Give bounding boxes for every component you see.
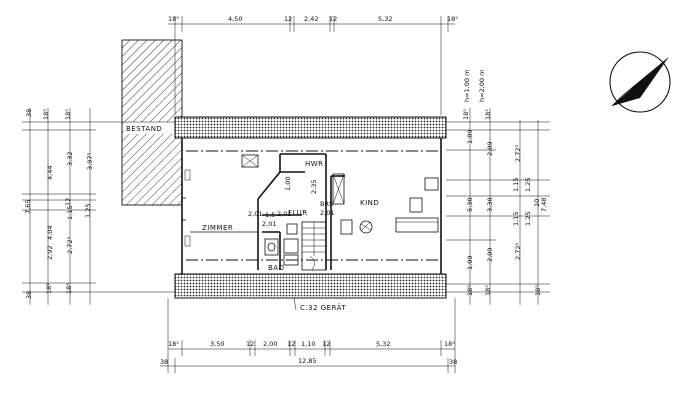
skylights [241,154,345,205]
roof-eave-bottom [174,273,447,299]
svg-text:18⁵: 18⁵ [64,109,72,120]
svg-text:2,09: 2,09 [486,248,494,262]
svg-text:38: 38 [160,358,168,366]
svg-text:12: 12 [287,340,295,348]
room-label-bestand: BESTAND [126,125,162,133]
svg-text:2,92: 2,92 [46,246,54,260]
svg-text:2,00: 2,00 [263,340,277,348]
small-dimensions: 1,00 2,35 2,01 2,01 2,01 1,5 BRS 2,01 [248,177,334,228]
svg-text:18⁵: 18⁵ [444,340,455,348]
svg-text:3,32: 3,32 [66,152,74,166]
svg-text:1,10: 1,10 [301,340,315,348]
svg-text:1,09: 1,09 [466,130,474,144]
roof-eave-top [174,116,447,139]
bath-fixtures [264,223,299,266]
svg-text:2,09: 2,09 [486,142,494,156]
label-geraet: C.32 GERÄT [300,303,346,312]
svg-text:3,30: 3,30 [486,198,494,212]
kind-furniture [340,177,439,235]
svg-text:1,25: 1,25 [84,204,92,218]
svg-text:18⁵: 18⁵ [462,109,470,120]
svg-text:5,30: 5,30 [466,198,474,212]
left-dimension-chains: 38 18⁵ 18⁵ 7,65 4,44 3,32 3,97⁵ 12 1,15 … [22,108,175,305]
svg-text:2,01: 2,01 [262,220,276,228]
svg-text:7,48: 7,48 [540,198,548,212]
svg-text:2,35: 2,35 [310,180,318,194]
svg-text:38: 38 [25,291,33,299]
svg-text:2,01: 2,01 [320,209,334,217]
staircase [301,221,327,271]
svg-text:2,01: 2,01 [248,210,262,218]
svg-text:12: 12 [246,340,254,348]
svg-text:1,25: 1,25 [524,212,532,226]
svg-text:1,09: 1,09 [466,256,474,270]
room-label-kind: KIND [360,199,379,207]
svg-text:18⁵: 18⁵ [484,109,492,120]
svg-text:18⁵: 18⁵ [42,109,50,120]
dim-top-6: 18⁵ [447,15,458,23]
svg-text:18⁵: 18⁵ [45,283,53,294]
svg-text:1,5: 1,5 [265,211,275,219]
svg-text:3,97⁵: 3,97⁵ [86,153,94,170]
svg-text:12,85: 12,85 [298,357,317,365]
svg-text:5,32: 5,32 [376,340,390,348]
room-label-flur: FLUR [288,209,308,217]
svg-text:18⁵: 18⁵ [466,285,474,296]
north-arrow-icon [609,51,671,113]
svg-text:1,15: 1,15 [512,212,520,226]
svg-text:2,72⁵: 2,72⁵ [514,243,522,260]
svg-text:18⁵: 18⁵ [168,340,179,348]
dim-top-3: 2,42 [304,15,318,23]
svg-text:18⁵: 18⁵ [65,283,73,294]
svg-text:38: 38 [449,358,457,366]
bottom-dimension-chains: 18⁵ 3,50 12 2,00 12 1,10 12 5,32 18⁵ 38 … [160,298,457,373]
room-label-zimmer: ZIMMER [202,224,233,232]
svg-text:2,01: 2,01 [277,210,291,218]
svg-text:2,72⁵: 2,72⁵ [514,145,522,162]
svg-text:1,00: 1,00 [284,177,292,191]
svg-text:10: 10 [533,199,541,207]
wall-markers [182,169,191,247]
dim-top-2: 12 [284,15,292,23]
dim-top-1: 4,50 [228,15,242,23]
dim-top-0: 18⁵ [168,15,179,23]
svg-text:12: 12 [64,198,72,206]
outer-walls [181,138,442,274]
svg-text:1,15: 1,15 [66,206,74,220]
svg-text:1,25: 1,25 [524,178,532,192]
room-label-bad: BAD [268,264,284,272]
svg-text:3,50: 3,50 [210,340,224,348]
svg-text:38: 38 [25,109,33,117]
dim-top-4: 12 [329,15,337,23]
svg-text:1,15: 1,15 [512,178,520,192]
svg-text:18⁵: 18⁵ [484,285,492,296]
svg-text:2,72⁵: 2,72⁵ [66,237,74,254]
dim-top-5: 5,32 [378,15,392,23]
right-dimension-chains: 18⁵ 18⁵ 1,09 2,09 2,72⁵ 5,30 3,30 1,15 1… [446,70,550,305]
svg-text:4,44: 4,44 [46,166,54,180]
room-label-hwr: HWR [305,160,324,168]
svg-text:4,04: 4,04 [46,226,54,240]
svg-text:7,65: 7,65 [24,200,32,214]
top-dimension-chain: 18⁵ 4,50 12 2,42 12 5,32 18⁵ [168,15,458,115]
svg-text:12: 12 [322,340,330,348]
internal-walls [190,153,345,270]
plant-icon [359,220,373,234]
height-label-1: h=1,00 m [463,70,471,102]
svg-text:18⁵: 18⁵ [534,285,542,296]
height-label-2: h=2,00 m [478,70,486,102]
svg-text:BRS: BRS [320,200,333,208]
